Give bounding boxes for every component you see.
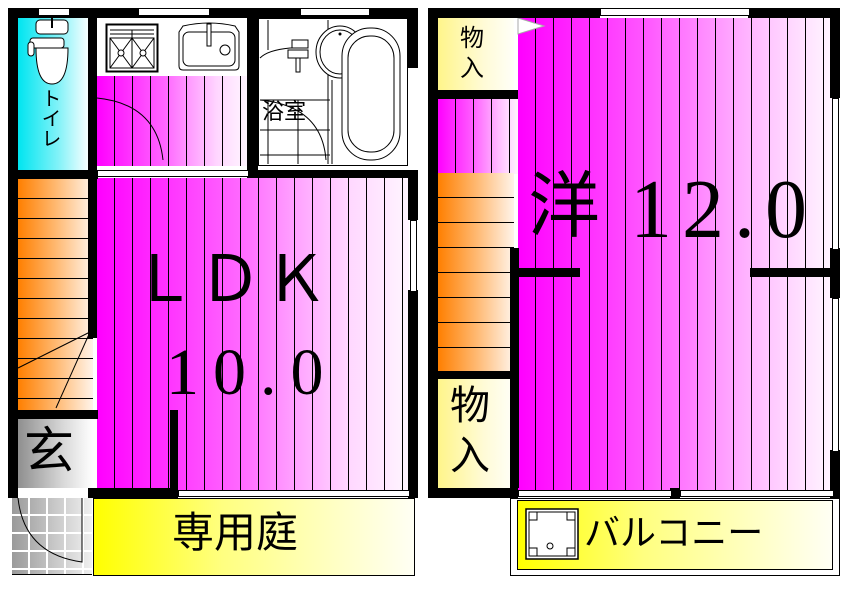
window bbox=[97, 170, 249, 177]
window bbox=[518, 490, 672, 497]
wall bbox=[8, 410, 98, 419]
western-room-size: 12.0 bbox=[630, 163, 817, 256]
balcony-label: バルコニー bbox=[584, 513, 764, 554]
wall bbox=[830, 248, 840, 298]
closet-bottom-label-line1: 物 bbox=[450, 383, 490, 429]
wall bbox=[8, 170, 98, 179]
window bbox=[832, 298, 839, 452]
wall bbox=[8, 8, 18, 498]
wall bbox=[830, 450, 840, 498]
window bbox=[832, 98, 839, 250]
stair-winder-icon bbox=[17, 331, 91, 409]
wall bbox=[247, 8, 258, 178]
wall bbox=[748, 8, 840, 18]
western-room-floor bbox=[518, 18, 832, 490]
ldk-label: ＬＤＫ bbox=[132, 244, 330, 315]
door-swing-icon bbox=[96, 97, 164, 161]
wall bbox=[830, 8, 840, 98]
wall bbox=[170, 410, 178, 498]
hall-floor bbox=[438, 98, 518, 174]
toilet-icon bbox=[27, 18, 69, 85]
air-conditioner-unit-icon bbox=[525, 508, 579, 560]
window bbox=[38, 8, 70, 16]
ldk-floor bbox=[97, 178, 409, 490]
closet-bottom bbox=[438, 378, 514, 488]
wall bbox=[510, 248, 519, 488]
wall bbox=[670, 488, 680, 498]
wall bbox=[408, 170, 418, 220]
entrance bbox=[18, 418, 93, 488]
closet-top bbox=[438, 18, 514, 90]
staircase-second-floor bbox=[438, 173, 514, 371]
bathroom-label: 浴室 bbox=[262, 100, 307, 125]
toilet-label: トイレ bbox=[38, 88, 62, 148]
western-room-label: 洋 bbox=[528, 164, 601, 248]
kitchen-floor bbox=[97, 76, 247, 166]
wall bbox=[428, 371, 518, 379]
window bbox=[300, 8, 370, 16]
wall bbox=[428, 8, 438, 498]
window bbox=[600, 8, 750, 16]
wall bbox=[428, 488, 518, 498]
wall bbox=[88, 8, 97, 178]
wall bbox=[8, 8, 418, 18]
staircase-first-floor bbox=[18, 179, 93, 411]
ldk-size: 10.0 bbox=[166, 336, 338, 409]
private-garden bbox=[93, 498, 415, 576]
window bbox=[680, 490, 834, 497]
wall bbox=[428, 90, 518, 99]
wall bbox=[250, 170, 418, 178]
entry-door-gap bbox=[18, 488, 88, 498]
sink-icon bbox=[178, 22, 240, 71]
window bbox=[178, 490, 410, 497]
window bbox=[138, 8, 210, 16]
door-triangle-icon bbox=[517, 17, 546, 35]
wall bbox=[8, 488, 178, 498]
wall bbox=[88, 178, 97, 338]
wall bbox=[750, 268, 834, 277]
wall bbox=[408, 8, 418, 68]
window bbox=[410, 220, 417, 292]
private-garden-label: 専用庭 bbox=[172, 508, 299, 557]
stove-icon bbox=[105, 23, 159, 73]
wall bbox=[428, 8, 600, 18]
bathroom-fixtures-icon bbox=[259, 20, 401, 164]
wall bbox=[510, 268, 580, 277]
closet-top-label-line1: 物 bbox=[460, 24, 484, 52]
closet-top-label-line2: 入 bbox=[460, 54, 484, 82]
entrance-label: 玄 bbox=[24, 422, 74, 480]
wall bbox=[408, 290, 418, 498]
closet-bottom-label-line2: 入 bbox=[450, 433, 490, 479]
porch-door-swing-icon bbox=[17, 497, 83, 563]
